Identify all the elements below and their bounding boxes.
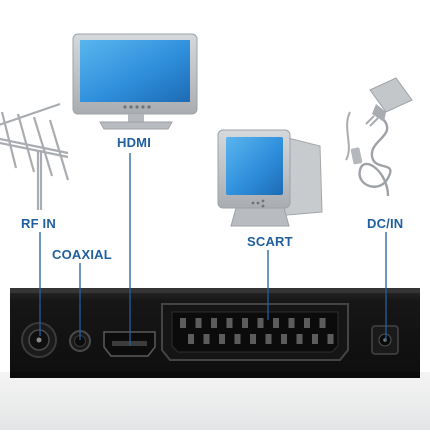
power-adapter-icon xyxy=(345,77,413,197)
scart-pin xyxy=(327,334,334,344)
scart-label: SCART xyxy=(247,234,293,249)
scart-pin xyxy=(257,318,264,328)
scart-pin xyxy=(234,334,241,344)
hdmi-label: HDMI xyxy=(117,135,152,150)
scart-pins xyxy=(180,318,334,344)
dc-in-port xyxy=(371,325,399,355)
antenna-icon xyxy=(0,102,70,210)
rf-in-port xyxy=(21,322,57,358)
crt-monitor-icon xyxy=(217,129,323,227)
scart-pin xyxy=(319,318,326,328)
scart-pin xyxy=(211,318,217,328)
coaxial-port xyxy=(69,330,91,352)
rf-in-label: RF IN xyxy=(21,216,56,231)
callout-lines xyxy=(39,153,387,346)
scart-pin xyxy=(242,318,248,328)
flat-tv-icon xyxy=(72,33,198,130)
scart-pin xyxy=(304,318,310,328)
scart-pin xyxy=(265,334,272,344)
scart-pin xyxy=(203,334,210,344)
coaxial-label: COAXIAL xyxy=(52,247,112,262)
scart-pin xyxy=(226,318,233,328)
scart-pin xyxy=(180,318,186,328)
scart-pin xyxy=(296,334,303,344)
scart-pin xyxy=(288,318,295,328)
scart-pin xyxy=(312,334,318,344)
scart-pin xyxy=(188,334,194,344)
scart-pin xyxy=(195,318,202,328)
scart-pin xyxy=(219,334,225,344)
floor xyxy=(0,372,430,430)
dc-in-label: DC/IN xyxy=(367,216,404,231)
scart-port xyxy=(161,303,349,361)
scart-pin xyxy=(250,334,256,344)
scart-pin xyxy=(281,334,287,344)
scart-pin xyxy=(273,318,279,328)
